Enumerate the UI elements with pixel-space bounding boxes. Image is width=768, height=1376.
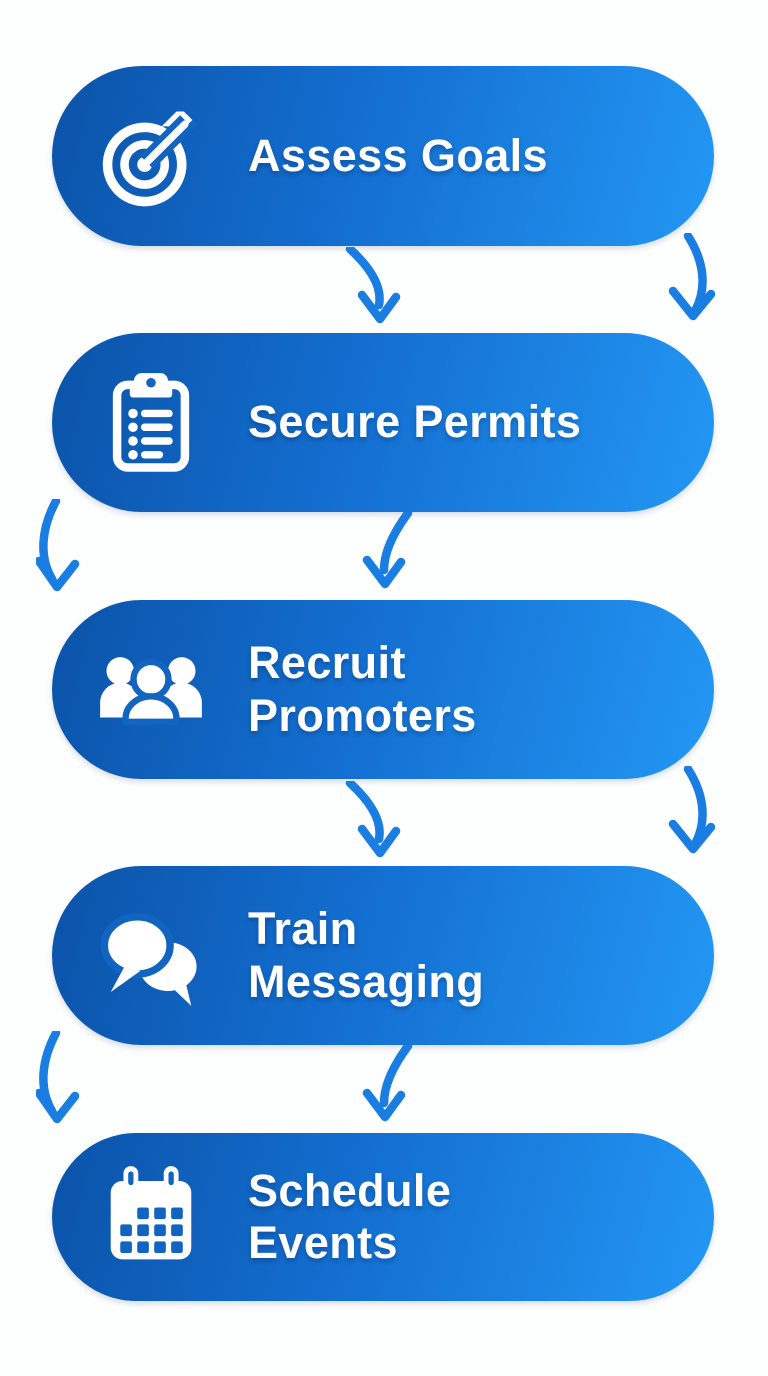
curved-down-arrow-icon bbox=[660, 233, 724, 333]
step-pill-train-messaging: Train Messaging bbox=[52, 866, 714, 1045]
step-pill-recruit-promoters: Recruit Promoters bbox=[52, 600, 714, 779]
curved-down-arrow-icon bbox=[36, 1031, 100, 1135]
step-pill-secure-permits: Secure Permits bbox=[52, 333, 714, 512]
step-label-assess-goals: Assess Goals bbox=[248, 129, 548, 181]
step-pill-schedule-events: Schedule Events bbox=[52, 1133, 714, 1301]
curved-down-arrow-icon bbox=[344, 1045, 428, 1131]
curved-down-arrow-icon bbox=[660, 766, 724, 866]
target-arrow-icon bbox=[98, 103, 204, 209]
step-label-recruit-promoters: Recruit Promoters bbox=[248, 637, 477, 741]
calendar-icon bbox=[98, 1164, 204, 1270]
curved-down-arrow-icon bbox=[344, 512, 428, 598]
people-group-icon bbox=[98, 637, 204, 743]
step-label-train-messaging: Train Messaging bbox=[248, 903, 485, 1007]
curved-down-arrow-icon bbox=[336, 247, 412, 331]
clipboard-checklist-icon bbox=[98, 370, 204, 476]
step-label-schedule-events: Schedule Events bbox=[248, 1164, 452, 1268]
step-label-secure-permits: Secure Permits bbox=[248, 396, 582, 448]
speech-bubbles-icon bbox=[98, 903, 204, 1009]
curved-down-arrow-icon bbox=[36, 499, 100, 603]
step-pill-assess-goals: Assess Goals bbox=[52, 66, 714, 246]
curved-down-arrow-icon bbox=[336, 781, 412, 865]
